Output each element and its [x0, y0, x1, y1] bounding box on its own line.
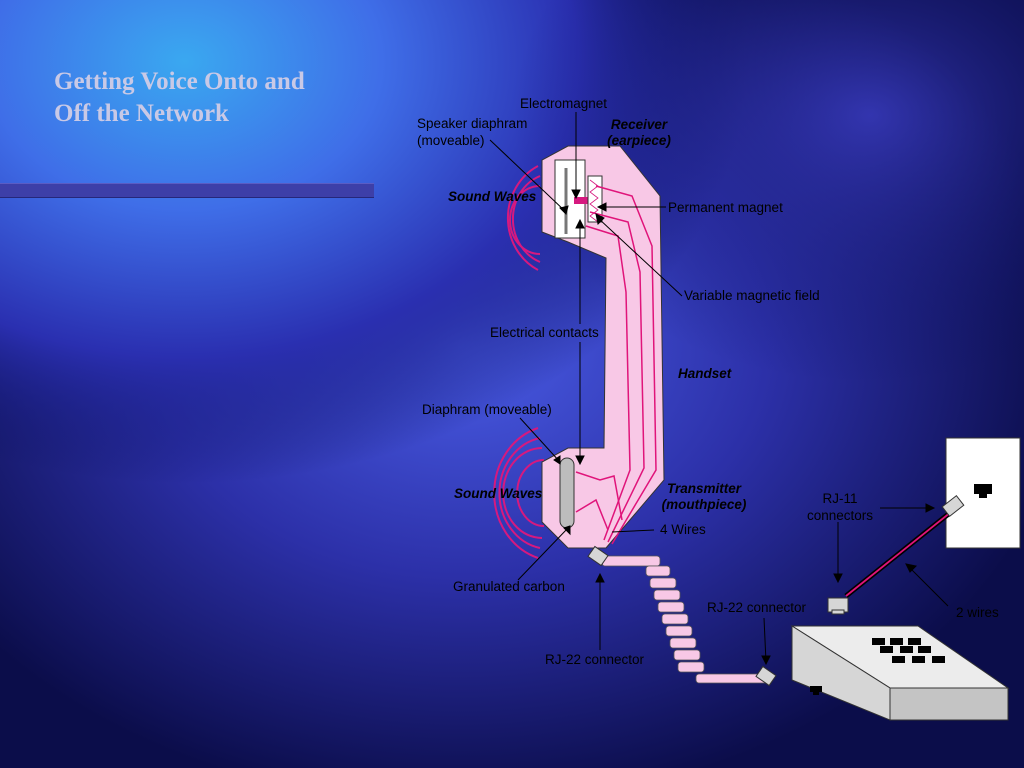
label-sound-waves-bottom: Sound Waves — [454, 486, 543, 501]
rj22-plug-base — [755, 665, 777, 687]
label-rj22-connector-bottom: RJ-22 connector — [545, 652, 645, 667]
internal-wires — [575, 185, 657, 545]
label-permanent-magnet: Permanent magnet — [668, 200, 783, 215]
sound-waves-top — [506, 165, 541, 271]
leader-lines — [489, 112, 949, 666]
slide-title-line-2: Off the Network — [54, 100, 229, 127]
label-two-wires: 2 wires — [956, 605, 999, 620]
electromagnet-coil — [574, 197, 590, 204]
label-electrical-contacts: Electrical contacts — [490, 325, 599, 340]
wall-jack-port-icon — [974, 484, 992, 498]
permanent-magnet — [587, 175, 603, 223]
label-handset: Handset — [678, 366, 732, 381]
label-speaker-diaphram-2: (moveable) — [417, 133, 485, 148]
label-sound-waves-top: Sound Waves — [448, 189, 537, 204]
label-speaker-diaphram-1: Speaker diaphram — [417, 116, 528, 131]
coiled-cord — [601, 555, 769, 684]
transmitter-diaphram — [559, 457, 575, 529]
rj11-plug-wall — [941, 495, 965, 517]
sound-waves-bottom — [493, 427, 545, 559]
slide-title-line-1: Getting Voice Onto and — [54, 68, 305, 95]
label-receiver-1: Receiver — [610, 117, 668, 132]
label-rj11-2: connectors — [806, 508, 874, 523]
label-granulated-carbon: Granulated carbon — [453, 579, 565, 594]
label-transmitter-2: (mouthpiece) — [661, 497, 747, 512]
label-transmitter-1: Transmitter — [666, 481, 742, 496]
label-diaphram-moveable: Diaphram (moveable) — [422, 402, 552, 417]
label-four-wires: 4 Wires — [660, 522, 706, 537]
label-rj22-connector-right: RJ-22 connector — [707, 600, 807, 615]
rj22-plug-handset — [587, 545, 609, 567]
label-rj11-1: RJ-11 — [822, 491, 858, 506]
line-cord-two-wires — [844, 506, 958, 598]
slide-title: Getting Voice Onto and Off the Network — [54, 66, 374, 130]
magnetic-field-lines — [589, 179, 599, 223]
label-electromagnet: Electromagnet — [520, 96, 608, 111]
title-underline-bar — [0, 183, 374, 198]
keypad — [872, 638, 945, 663]
label-receiver-2: (earpiece) — [607, 133, 671, 148]
label-variable-magnetic-field: Variable magnetic field — [684, 288, 820, 303]
rj11-plug-base — [827, 597, 849, 615]
base-jack-port-icon — [810, 686, 822, 695]
